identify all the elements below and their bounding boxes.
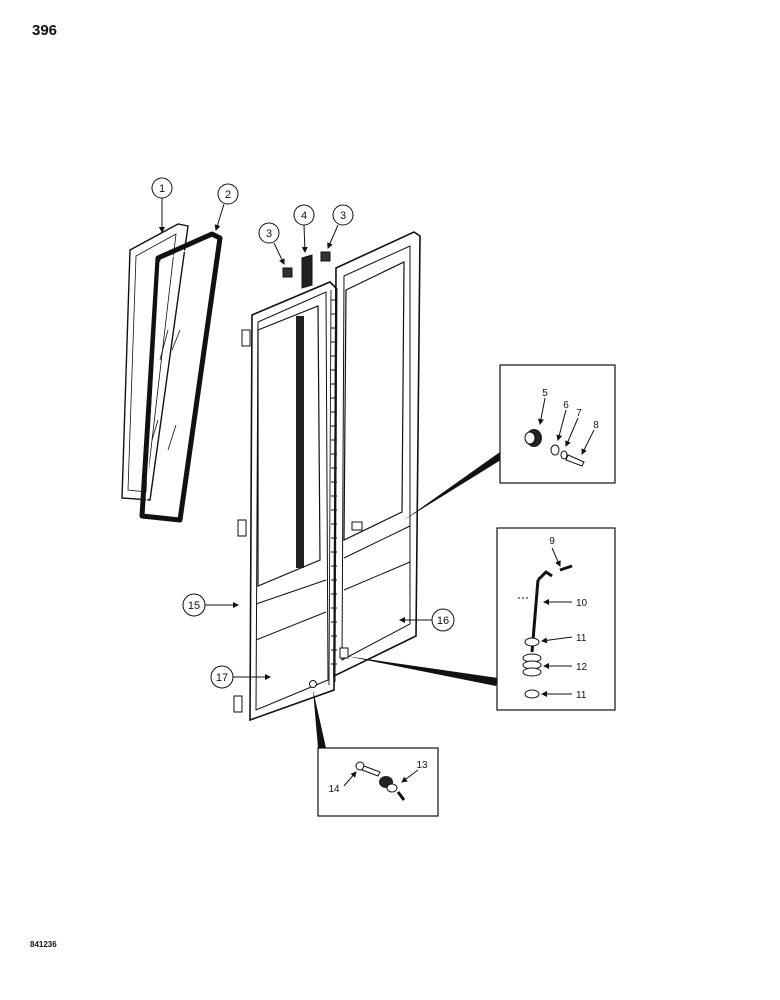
- callout-2-number: 2: [225, 189, 231, 201]
- reference-code: 841236: [30, 940, 57, 949]
- rubber-seal: [139, 231, 223, 523]
- pin-label-9: 9: [549, 536, 555, 547]
- callout-16-number: 16: [437, 615, 449, 627]
- callout-3b: [327, 204, 354, 249]
- callout-1: [151, 177, 173, 233]
- hinge-detail-box: [499, 364, 616, 484]
- callout-1-number: 1: [159, 183, 165, 195]
- pin-label-11a: 11: [576, 633, 587, 644]
- seal-blocks: [282, 251, 331, 289]
- pin-label-10: 10: [576, 598, 588, 609]
- callout-3b-number: 3: [340, 210, 346, 222]
- hinge-label-7: 7: [576, 408, 582, 419]
- callout-17: [210, 665, 271, 689]
- left-door: [233, 281, 337, 722]
- right-door: [333, 231, 421, 678]
- callout-4-number: 4: [301, 210, 307, 222]
- callout-17-number: 17: [216, 672, 228, 684]
- callout-3a-number: 3: [266, 228, 272, 240]
- hinge-label-8: 8: [593, 420, 599, 431]
- callout-2: [214, 183, 239, 231]
- hinge-label-5: 5: [542, 388, 548, 399]
- center-weatherstrip: [328, 287, 338, 686]
- pin-detail-box: [496, 527, 616, 711]
- callout-16: [399, 608, 455, 632]
- glass-panel: [121, 223, 189, 501]
- lock-label-13: 13: [416, 760, 428, 771]
- callout-4: [293, 204, 315, 253]
- hinge-label-6: 6: [563, 400, 569, 411]
- page-number: 396: [32, 22, 58, 39]
- pin-label-11b: 11: [576, 690, 587, 701]
- callout-3a: [258, 222, 285, 265]
- pin-label-12: 12: [576, 662, 588, 673]
- hinge-detail-pointer: [404, 452, 504, 520]
- lock-detail-pointer: [313, 690, 326, 748]
- pin-detail-pointer: [346, 656, 498, 686]
- lock-label-14: 14: [328, 784, 340, 795]
- callout-15-number: 15: [188, 600, 200, 612]
- callout-15: [182, 593, 239, 617]
- lock-detail-box: [317, 747, 439, 817]
